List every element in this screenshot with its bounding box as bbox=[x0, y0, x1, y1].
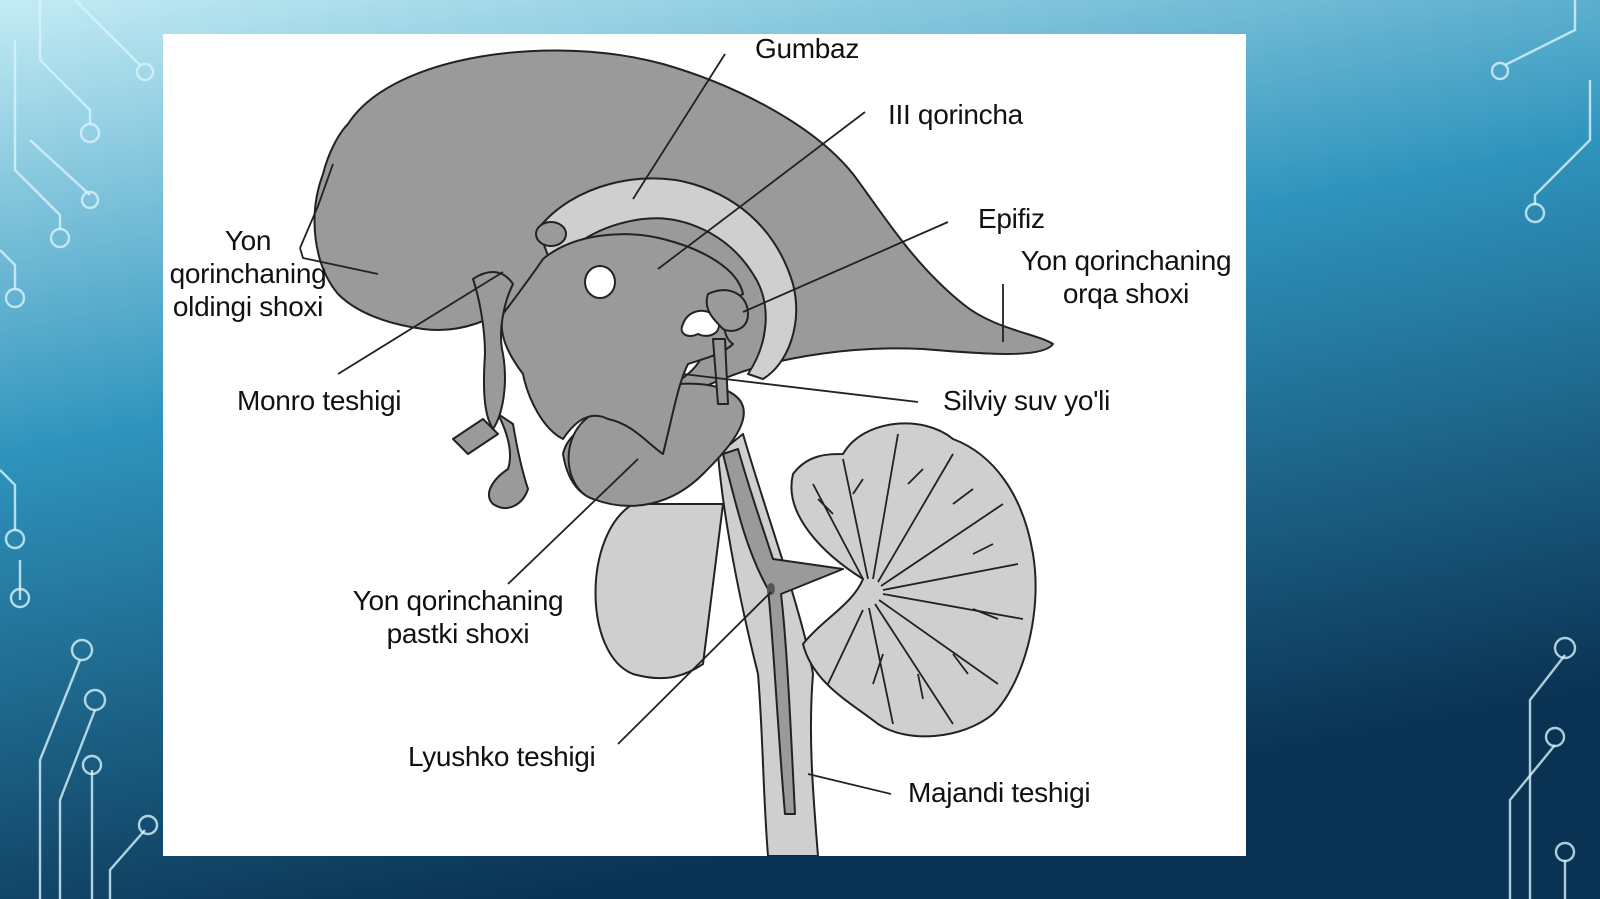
label-iii-qorincha: III qorincha bbox=[888, 99, 1023, 130]
circuit-decoration-right bbox=[1490, 0, 1592, 899]
pineal-recess bbox=[680, 309, 720, 337]
pons bbox=[594, 503, 724, 680]
diagram-panel: Gumbaz III qorincha Epifiz Yon qorinchan… bbox=[163, 33, 1246, 856]
lyushko-foramen-dot bbox=[767, 583, 775, 595]
label-epifiz: Epifiz bbox=[978, 203, 1045, 234]
third-ventricle bbox=[500, 233, 744, 455]
label-yon-pastki-shoxi: Yon qorinchaning pastki shoxi bbox=[338, 584, 578, 650]
label-silviy-suv-yoli: Silviy suv yo'li bbox=[943, 385, 1111, 416]
label-yon-pastki-line1: Yon qorinchaning bbox=[352, 585, 564, 616]
label-yon-orqa-line1: Yon qorinchaning bbox=[1020, 245, 1232, 276]
label-yon-oldingi-line1: Yon bbox=[224, 225, 272, 256]
optic-chiasm bbox=[452, 418, 499, 455]
label-yon-orqa-line2: orqa shoxi bbox=[1062, 278, 1190, 309]
label-lyushko-teshigi: Lyushko teshigi bbox=[408, 741, 596, 772]
circuit-decoration-left bbox=[0, 0, 159, 899]
label-yon-oldingi-line2: qorinchaning bbox=[169, 258, 327, 289]
massa-intermedia bbox=[584, 265, 616, 299]
label-monro-teshigi: Monro teshigi bbox=[237, 385, 402, 416]
label-yon-oldingi-shoxi: Yon qorinchaning oldingi shoxi bbox=[163, 224, 333, 323]
brain-ventricles-diagram bbox=[299, 49, 1054, 856]
aqueduct bbox=[712, 338, 729, 405]
monro-foramen-shape bbox=[535, 221, 567, 247]
label-gumbaz: Gumbaz bbox=[755, 33, 860, 64]
cerebellum bbox=[790, 422, 1037, 738]
fourth-ventricle bbox=[722, 448, 844, 815]
leader-lines bbox=[299, 53, 1004, 795]
label-yon-pastki-line2: pastki shoxi bbox=[386, 618, 530, 649]
label-majandi-teshigi: Majandi teshigi bbox=[908, 777, 1091, 808]
pineal-gland bbox=[705, 289, 749, 332]
anterior-horn-branch bbox=[472, 271, 514, 430]
infundibulum bbox=[488, 413, 529, 509]
fornix-arch bbox=[537, 177, 798, 380]
label-yon-oldingi-line3: oldingi shoxi bbox=[172, 291, 324, 322]
label-yon-orqa-shoxi: Yon qorinchaning orqa shoxi bbox=[1006, 244, 1246, 310]
